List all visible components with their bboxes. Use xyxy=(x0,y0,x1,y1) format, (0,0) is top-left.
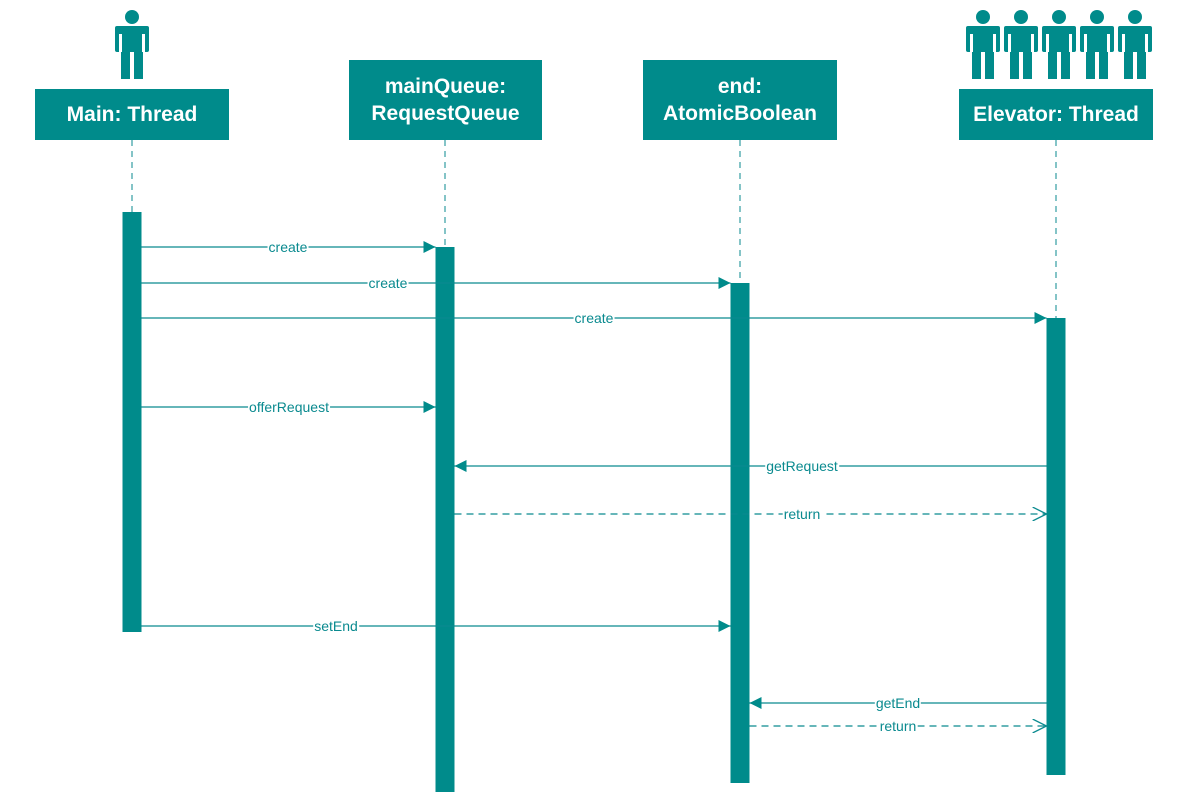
message-label: setEnd xyxy=(313,618,359,634)
participant-end-atomic-boolean: end: AtomicBoolean xyxy=(643,60,837,140)
message-label: offerRequest xyxy=(248,399,330,415)
participant-label-line1: end: xyxy=(717,75,763,98)
message-label: getRequest xyxy=(765,458,839,474)
activation-bar-main xyxy=(122,212,142,632)
participant-label-line2: AtomicBoolean xyxy=(662,102,817,125)
participant-label-line1: mainQueue: xyxy=(384,75,507,98)
message-label: getEnd xyxy=(874,695,922,711)
participant-main-thread: Main: Thread xyxy=(35,89,229,140)
message-label: create xyxy=(267,239,309,255)
actor-group-icon xyxy=(966,10,1000,79)
actor-group-icon xyxy=(1118,10,1152,79)
activation-bar-end xyxy=(730,283,750,783)
participant-label: Elevator: Thread xyxy=(973,103,1139,126)
participant-label-line2: RequestQueue xyxy=(371,102,520,125)
message-label: create xyxy=(573,310,615,326)
activation-bar-queue xyxy=(435,247,455,792)
actor-group-icon xyxy=(1004,10,1038,79)
message-label: return xyxy=(782,506,822,522)
message-label: create xyxy=(367,275,409,291)
actor-group-icon xyxy=(1042,10,1076,79)
message-label: return xyxy=(878,718,918,734)
activation-bar-elevator xyxy=(1046,318,1066,775)
actor-group-icon xyxy=(1080,10,1114,79)
participant-label: Main: Thread xyxy=(66,103,198,126)
actor-icon xyxy=(115,10,149,79)
participant-elevator-thread: Elevator: Thread xyxy=(959,89,1153,140)
participant-main-queue: mainQueue: RequestQueue xyxy=(349,60,542,140)
